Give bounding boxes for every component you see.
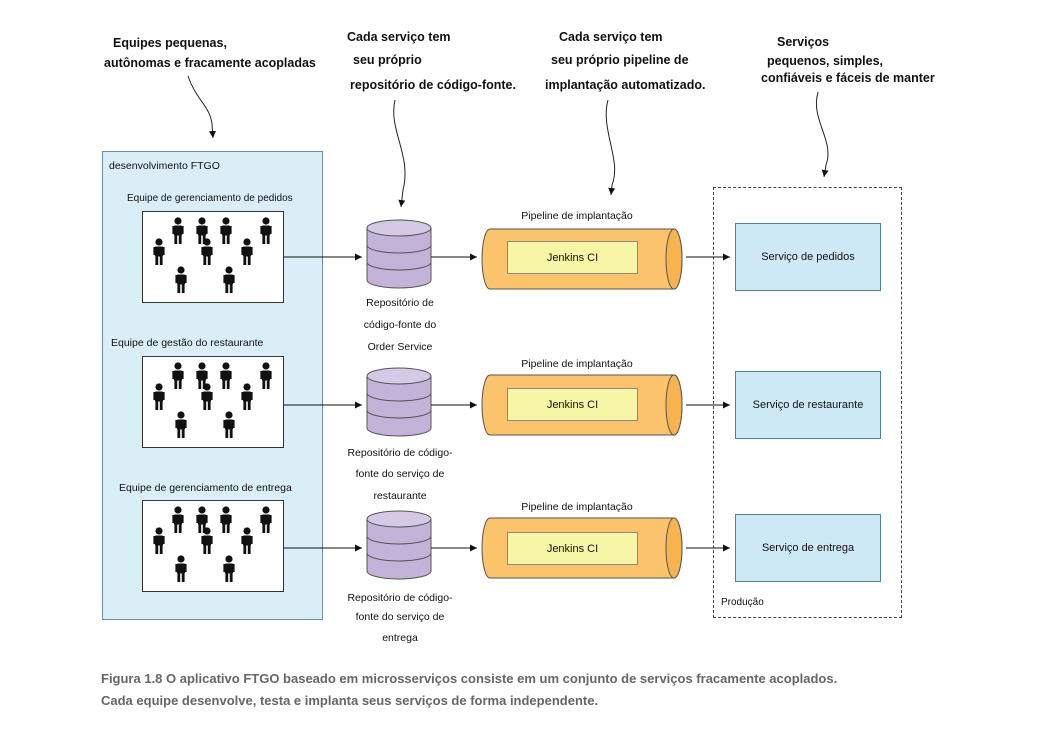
pipeline-annotation-line2: seu próprio pipeline de [551,53,689,67]
service-box-restaurant: Serviço de restaurante [735,371,881,439]
repo-label-delivery-line2: fonte do serviço de [355,611,445,623]
repo-label-orders-line1: Repositório de [366,297,434,309]
jenkins-ci-label-orders: Jenkins CI [546,251,599,264]
team-box-delivery [142,500,284,592]
services-annotation-line1: Serviços [777,35,830,49]
teams-annotation-line2: autônomas e fracamente acopladas [104,56,316,70]
pipeline-annotation-line1: Cada serviço tem [559,30,663,44]
repo-annotation-line2: seu próprio [353,53,422,67]
service-box-delivery: Serviço de entrega [735,514,881,582]
repo-label-restaurant-line1: Repositório de código- [347,447,453,459]
teams-annotation-line1: Equipes pequenas, [113,36,227,50]
team-box-orders [142,211,284,303]
jenkins-ci-box-restaurant: Jenkins CI [507,388,638,421]
repo-label-orders-line3: Order Service [367,341,433,353]
pipeline-label-restaurant: Pipeline de implantação [521,358,633,370]
figure-caption-line2: Cada equipe desenvolve, testa e implanta… [101,693,599,708]
ftgo-label: desenvolvimento FTGO [109,160,220,172]
service-label-delivery: Serviço de entrega [761,542,855,554]
production-area [713,187,902,618]
pipeline-label-delivery: Pipeline de implantação [521,501,633,513]
pipeline-label-orders: Pipeline de implantação [521,210,633,222]
team-label-orders: Equipe de gerenciamento de pedidos [127,193,293,204]
service-label-orders: Serviço de pedidos [761,251,855,263]
repo-label-delivery-line3: entrega [382,632,418,644]
repo-label-delivery-line1: Repositório de código- [347,592,453,604]
jenkins-ci-label-restaurant: Jenkins CI [546,398,599,411]
team-label-delivery: Equipe de gerenciamento de entrega [119,482,292,494]
repo-label-restaurant-line3: restaurante [373,490,427,502]
team-label-restaurant: Equipe de gestão do restaurante [111,337,264,349]
jenkins-ci-box-orders: Jenkins CI [507,241,638,274]
repo-label-orders-line2: código-fonte do [363,319,437,331]
jenkins-ci-label-delivery: Jenkins CI [546,542,599,555]
pipeline-annotation-line3: implantação automatizado. [545,78,706,92]
service-label-restaurant: Serviço de restaurante [752,399,864,411]
production-label: Produção [721,597,764,608]
services-annotation-line2: pequenos, simples, [767,54,884,68]
repo-label-restaurant-line2: fonte do serviço de [355,468,445,480]
services-annotation-line3: confiáveis e fáceis de manter [761,71,935,85]
team-box-restaurant [142,356,284,448]
jenkins-ci-box-delivery: Jenkins CI [507,532,638,565]
service-box-orders: Serviço de pedidos [735,223,881,291]
repo-annotation-line3: repositório de código-fonte. [350,78,516,92]
figure-caption-line1: Figura 1.8 O aplicativo FTGO baseado em … [101,671,838,686]
repo-annotation-line1: Cada serviço tem [347,30,451,44]
